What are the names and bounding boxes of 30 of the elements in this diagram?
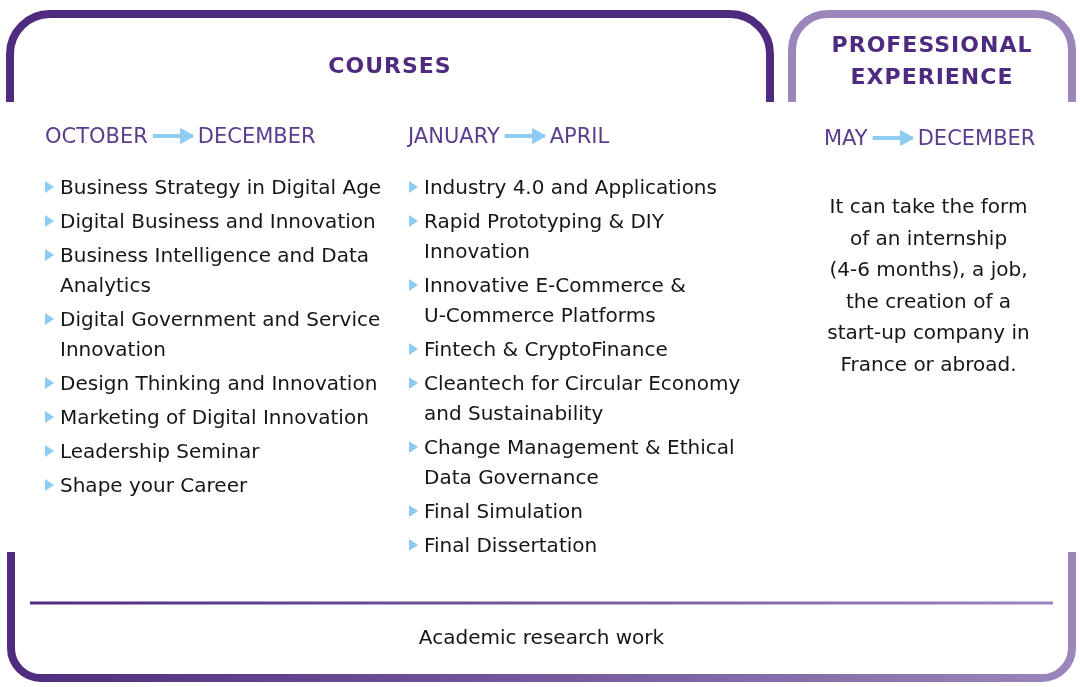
bracket-frame	[788, 10, 1076, 102]
month-label: DECEMBER	[197, 123, 316, 149]
course-item: Fintech & CryptoFinance	[424, 336, 669, 363]
course-item: Final Simulation	[424, 498, 584, 525]
course-item: Change Management & Ethical Data Governance	[424, 434, 736, 491]
course-item: Cleantech for Circular Economy and Sustainability	[424, 370, 742, 427]
arrow	[504, 128, 546, 144]
month-label: JANUARY	[408, 123, 500, 149]
course-item: Rapid Prototyping & DIY Innovation	[424, 208, 665, 265]
course-item: Final Dissertation	[424, 532, 599, 559]
section-heading: PROFESSIONAL EXPERIENCE	[830, 31, 1034, 91]
course-item: Business Strategy in Digital Age	[60, 174, 383, 201]
course-item: Innovative E-Commerce & U-Commerce Platforms	[424, 272, 687, 329]
month-label: DECEMBER	[917, 125, 1036, 151]
month-label: APRIL	[549, 123, 610, 149]
course-item: Leadership Seminar	[60, 438, 261, 465]
course-item: Digital Business and Innovation	[60, 208, 377, 235]
arrow	[872, 130, 914, 146]
course-item: Shape your Career	[60, 472, 249, 499]
arrow	[152, 128, 194, 144]
section-heading: COURSES	[327, 52, 453, 80]
course-item: Marketing of Digital Innovation	[60, 404, 370, 431]
course-item: Design Thinking and Innovation	[60, 370, 379, 397]
course-item: Industry 4.0 and Applications	[424, 174, 718, 201]
section-label: Academic research work	[417, 624, 666, 650]
bracket-frame	[7, 552, 1076, 682]
bracket-frame	[6, 10, 774, 102]
month-label: OCTOBER	[45, 123, 148, 149]
description-text: It can take the form of an internship (4-6 months), a job, the creation of a start-up company in France or abroad.	[827, 193, 1030, 378]
month-label: MAY	[824, 125, 868, 151]
